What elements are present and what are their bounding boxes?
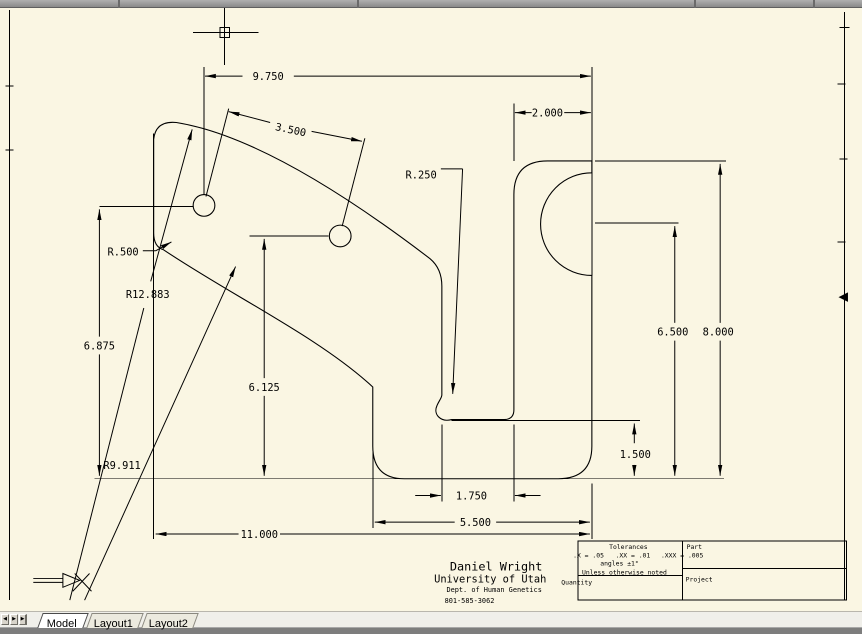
tolerance-xxx: .XXX = .005 — [661, 552, 704, 560]
tab-layout2[interactable]: Layout2 — [141, 613, 199, 630]
project-label: Project — [686, 575, 713, 583]
crosshair-cursor — [193, 8, 259, 66]
dim-width-9750: 9.750 — [253, 71, 284, 83]
dim-width-1750: 1.750 — [456, 490, 487, 502]
author-block: Daniel Wright University of Utah Dept. o… — [434, 560, 546, 606]
pickbox — [219, 27, 231, 39]
tolerance-xx: .XX = .01 — [616, 552, 651, 560]
dim-hole-spacing-3500: 3.500 — [274, 121, 307, 139]
top-toolbar-edge — [0, 0, 862, 8]
hole-right — [328, 224, 352, 248]
unless-otherwise-noted: Unless otherwise noted — [582, 568, 667, 576]
dimension-labels: 9.750 3.500 2.000 R.250 R.500 R12.883 R9… — [84, 71, 734, 541]
hole-left — [192, 193, 216, 217]
model-space-canvas[interactable]: 9.750 3.500 2.000 R.250 R.500 R12.883 R9… — [0, 8, 862, 611]
dim-width-5500: 5.500 — [460, 517, 491, 529]
extension-lines — [94, 67, 727, 539]
layout-tab-bar: ◀ ▶ ▶ Model Layout1 Layout2 — [0, 611, 862, 630]
author-institution: University of Utah — [434, 573, 546, 585]
author-phone: 801-585-3062 — [445, 597, 495, 605]
tab-layout1[interactable]: Layout1 — [86, 613, 144, 630]
toolbar-divider — [813, 0, 815, 8]
tab-nav-prev-button[interactable]: ◀ — [1, 614, 9, 625]
author-name: Daniel Wright — [450, 560, 543, 574]
tab-layout2-label: Layout2 — [149, 618, 189, 630]
dim-radius-500: R.500 — [107, 247, 138, 259]
dim-height-6125: 6.125 — [249, 382, 280, 394]
tab-nav-last-button[interactable]: ▶ — [19, 614, 27, 625]
dim-height-8000: 8.000 — [703, 327, 734, 339]
tab-layout1-label: Layout1 — [94, 618, 134, 630]
dim-radius-9911: R9.911 — [103, 460, 140, 472]
ucs-icon — [33, 572, 92, 592]
ucs-x-axis-label — [72, 573, 92, 592]
tab-nav-next-button[interactable]: ▶ — [10, 614, 18, 625]
dim-height-6500: 6.500 — [657, 327, 688, 339]
part-outline — [153, 121, 593, 480]
tab-model[interactable]: Model — [37, 613, 89, 630]
dim-width-2000: 2.000 — [532, 108, 563, 120]
command-window-edge — [0, 627, 862, 634]
aligned-extension-lines — [205, 108, 366, 227]
dim-height-1500: 1.500 — [620, 449, 651, 461]
toolbar-divider — [357, 0, 359, 8]
angles-note: angles ±1° — [600, 560, 639, 568]
toolbar-divider — [694, 0, 696, 8]
tolerance-x: .X = .05 — [573, 552, 604, 560]
dim-width-11000: 11.000 — [241, 529, 278, 541]
sheet-border — [5, 9, 850, 601]
toolbar-divider — [118, 0, 120, 8]
part-label: Part — [687, 543, 703, 551]
dimension-lines — [69, 73, 723, 601]
author-department: Dept. of Human Genetics — [446, 586, 541, 594]
dim-radius-250: R.250 — [406, 170, 437, 182]
tab-model-label: Model — [46, 618, 77, 630]
tolerances-header: Tolerances — [609, 543, 648, 551]
title-block: Tolerances .X = .05 .XX = .01 .XXX = .00… — [561, 540, 847, 601]
dim-height-6875: 6.875 — [84, 340, 115, 352]
dim-radius-12883: R12.883 — [126, 289, 170, 301]
quantity-label: Quantity — [561, 578, 592, 586]
